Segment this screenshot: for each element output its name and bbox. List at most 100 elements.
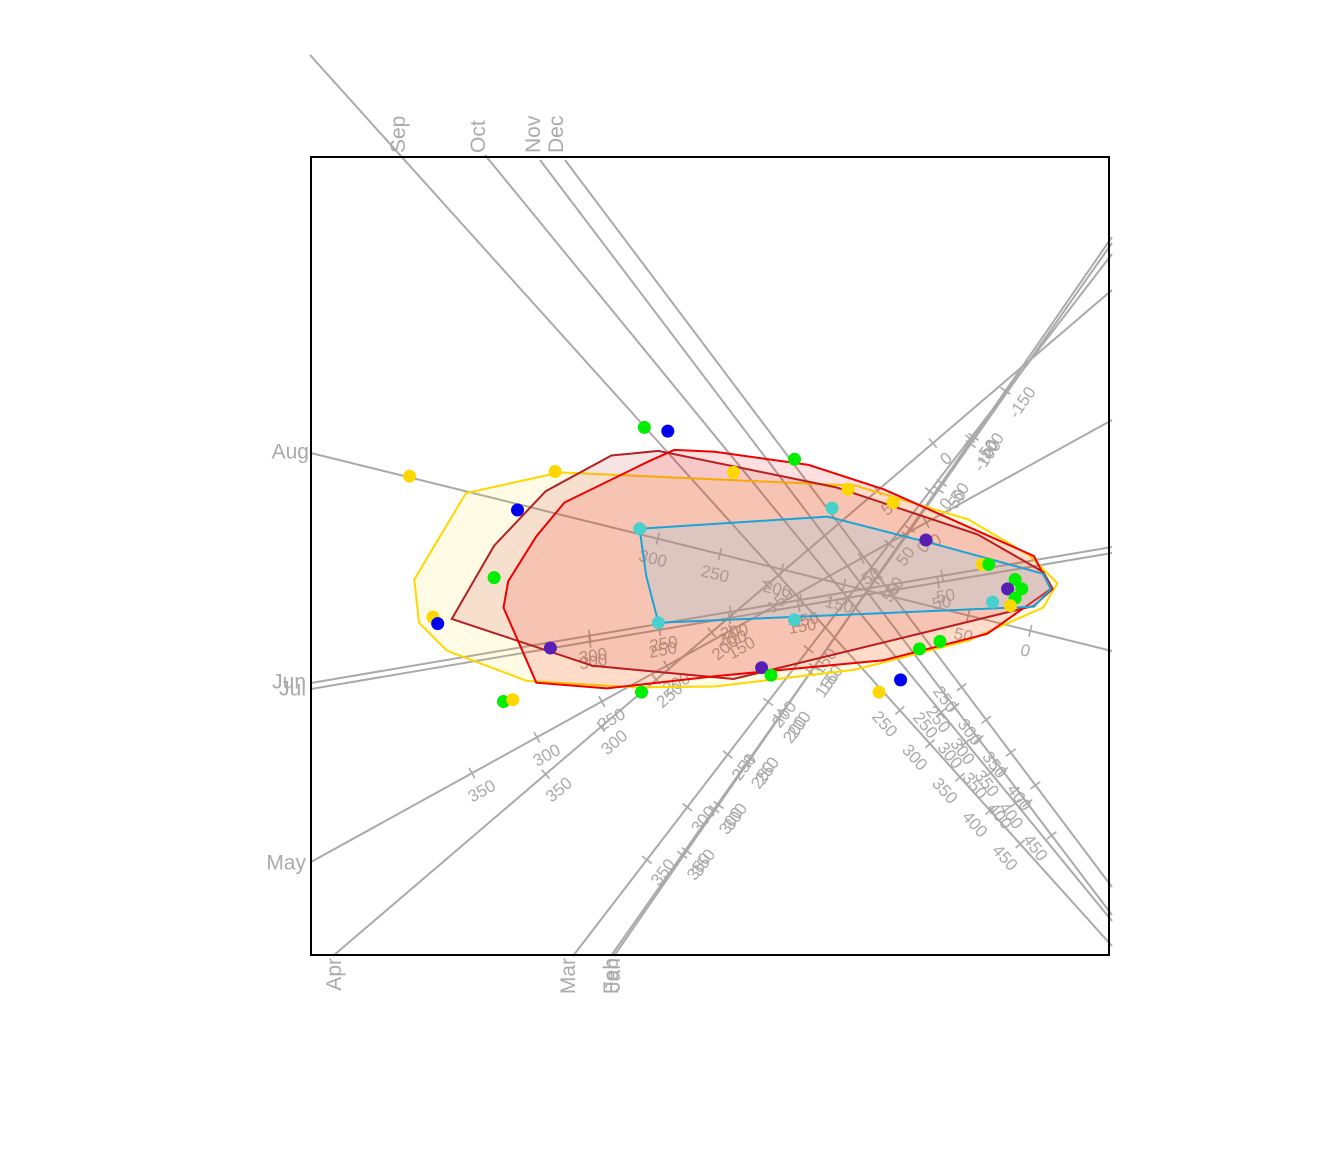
data-point	[982, 557, 996, 571]
axis-tick-label: 350	[928, 774, 961, 808]
data-point	[1015, 582, 1029, 596]
axis-tick	[980, 715, 992, 725]
axis-tick	[596, 721, 606, 732]
axis-tick-label: 250	[647, 638, 678, 661]
axis-tick	[1000, 386, 1011, 395]
data-point	[543, 641, 557, 655]
axis-tick	[949, 702, 960, 712]
data-points	[403, 420, 1029, 708]
axis-tick	[956, 682, 967, 692]
axis-tick	[884, 539, 895, 549]
data-point	[912, 642, 926, 656]
axis-tick	[935, 707, 947, 717]
data-point	[1008, 573, 1022, 586]
data-point	[403, 469, 417, 483]
data-point	[764, 668, 778, 682]
group-hull-3	[502, 448, 1053, 690]
axis-tick	[940, 569, 944, 582]
axis-line-nov	[539, 159, 1113, 916]
axis-tick	[973, 734, 984, 744]
axis-line-oct	[484, 154, 1113, 922]
axis-tick	[1022, 798, 1033, 808]
data-point	[635, 685, 648, 699]
data-point	[548, 465, 562, 478]
axis-tick	[745, 754, 756, 764]
data-point	[886, 496, 900, 509]
axis-title-nov: Nov	[522, 115, 545, 153]
data-point	[1001, 582, 1015, 596]
axis-tick	[681, 846, 693, 856]
axis-tick	[1028, 624, 1033, 637]
axis-tick-label: 300	[578, 644, 609, 667]
axis-tick	[894, 705, 905, 715]
data-point	[986, 595, 1000, 609]
axis-tick-label: 350	[465, 776, 499, 806]
axis-title-may: May	[266, 852, 306, 875]
axis-tick-label: 300	[578, 650, 609, 673]
axis-tick-label: 0	[1018, 640, 1032, 661]
data-point	[841, 482, 855, 496]
axis-tick	[776, 708, 788, 718]
axis-tick	[857, 552, 865, 564]
data-point	[788, 452, 801, 466]
axis-title-oct: Oct	[467, 120, 490, 153]
axis-line-sep	[309, 54, 1113, 947]
axis-tick	[676, 850, 688, 859]
axis-tick	[533, 731, 541, 743]
data-point	[633, 522, 647, 536]
axis-line-jan	[613, 236, 1113, 957]
axis-tick	[928, 438, 938, 449]
axis-tick-label: 450	[1019, 831, 1051, 865]
axis-tick	[985, 768, 996, 778]
axis-tick	[1030, 780, 1041, 790]
axis-tick	[936, 576, 940, 589]
data-point	[506, 693, 520, 707]
axis-tick	[1010, 798, 1021, 808]
group-hull-4	[638, 515, 1053, 624]
axis-tick	[682, 802, 693, 812]
axis-tick	[904, 524, 916, 533]
axis-tick	[655, 532, 661, 545]
axis-tick-label: 300	[898, 741, 931, 775]
axis-title-sep: Sep	[387, 116, 410, 153]
axis-title-dec: Dec	[545, 116, 568, 153]
axis-title-jun: Jun	[272, 671, 306, 694]
axis-tick	[598, 695, 606, 708]
data-point	[788, 613, 801, 627]
axis-line-may	[310, 419, 1113, 863]
axis-tick	[1015, 839, 1026, 849]
axis-title-aug: Aug	[272, 441, 309, 464]
data-point	[727, 465, 740, 479]
axis-tick	[762, 697, 774, 707]
axis-tick	[717, 548, 723, 561]
axis-tick-label: 200	[719, 620, 750, 643]
data-point	[487, 571, 501, 585]
axis-tick	[727, 624, 736, 636]
axis-tick	[1046, 831, 1057, 840]
axis-title-feb: Feb	[600, 958, 623, 994]
axis-tick-label: 350	[542, 773, 576, 806]
data-point	[755, 661, 769, 675]
axis-tick	[541, 769, 551, 780]
axis-line-apr	[332, 289, 1113, 957]
axis-tick	[933, 485, 945, 494]
axis-tick	[922, 516, 930, 529]
axis-title-mar: Mar	[557, 958, 580, 994]
axis-tick-label: 250	[648, 632, 679, 655]
data-point	[1003, 599, 1017, 613]
data-point	[872, 685, 886, 699]
axis-tick	[968, 432, 979, 441]
data-point	[651, 616, 665, 630]
group-hulls	[413, 448, 1059, 690]
axis-tick-label: 250	[868, 707, 901, 741]
data-point	[661, 424, 675, 438]
axis-line-aug	[310, 452, 1113, 652]
axis-tick	[924, 739, 935, 749]
axis-tick	[965, 439, 977, 449]
axis-tick	[841, 578, 847, 591]
axis-tick	[713, 800, 724, 810]
axis-tick-label: 200	[717, 626, 748, 649]
axis-title-jan: Jan	[602, 958, 625, 992]
axis-tick	[955, 772, 966, 782]
data-point	[919, 533, 933, 547]
